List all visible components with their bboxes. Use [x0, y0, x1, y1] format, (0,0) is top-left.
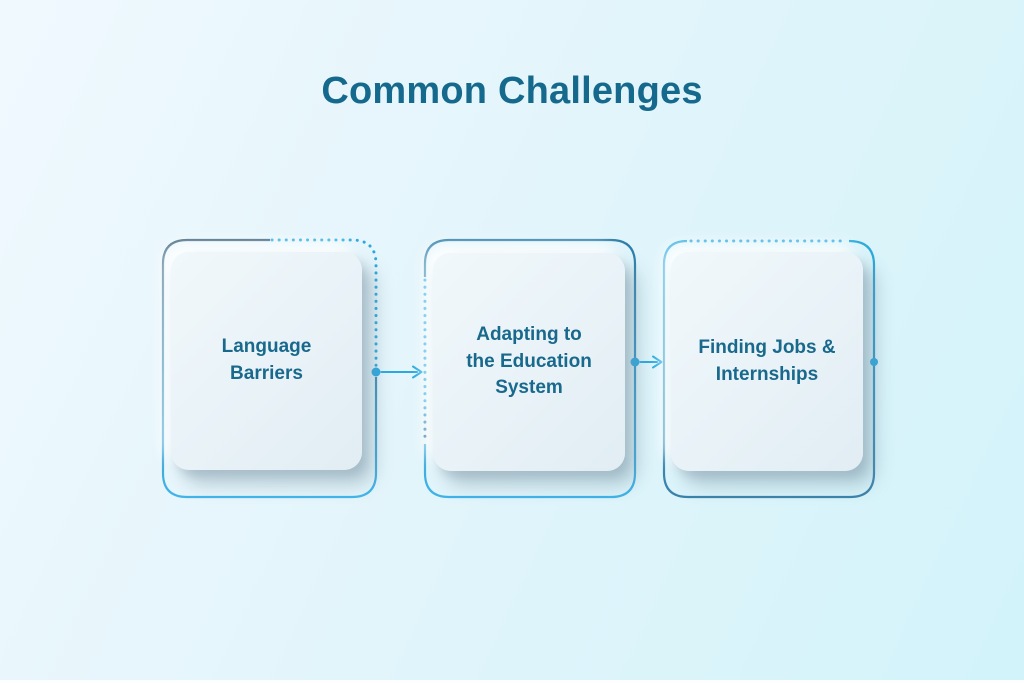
card-language-barriers: Language Barriers — [171, 252, 362, 470]
connector2-start-dot — [630, 357, 640, 367]
bottom-strip — [0, 680, 1024, 683]
card-label: Adapting to the Education System — [466, 323, 592, 399]
card1-border-solid — [161, 238, 378, 499]
card-label: Language Barriers — [221, 336, 312, 384]
card-label: Finding Jobs & Internships — [698, 336, 836, 385]
card-finding-jobs-internships: Finding Jobs & Internships — [671, 252, 863, 471]
card-adapting-education-system: Adapting to the Education System — [433, 253, 625, 471]
connector1-start-dot — [371, 367, 381, 377]
page-title: Common Challenges — [321, 70, 703, 112]
card2-border-solid — [423, 238, 637, 499]
connector1-arrowhead-icon — [412, 365, 423, 379]
card3-right-dot — [870, 358, 878, 366]
card3-border-solid — [662, 239, 876, 499]
card1-border-dotted — [270, 238, 378, 369]
connector2-arrowhead-icon — [652, 355, 663, 369]
